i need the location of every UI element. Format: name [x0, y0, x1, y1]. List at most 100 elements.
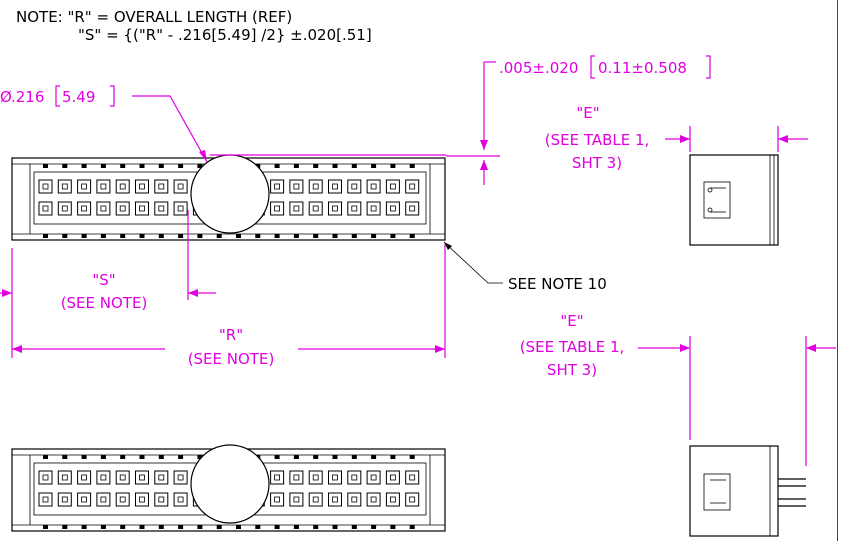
pin-contact	[385, 470, 400, 485]
pin-hole	[100, 474, 107, 481]
pin-hole	[81, 183, 87, 190]
pin-contact	[57, 201, 72, 216]
pin-tick	[371, 234, 377, 238]
s-label-line2: (SEE NOTE)	[61, 294, 148, 312]
pin-hole	[81, 496, 87, 503]
pin-tick	[197, 455, 203, 459]
pin-tick	[43, 234, 48, 238]
pin-contact	[173, 179, 188, 194]
pin-contact	[328, 201, 342, 216]
pin-contact	[173, 201, 188, 216]
pin-tick	[178, 164, 184, 168]
pin-tick	[409, 234, 415, 238]
e-top-line3: SHT 3)	[572, 154, 622, 172]
s-dimension: "S" (SEE NOTE)	[0, 210, 216, 358]
pin-hole	[42, 474, 49, 481]
pin-contact	[289, 470, 304, 485]
e-dimension-mid: "E" (SEE TABLE 1, SHT 3)	[520, 312, 836, 466]
pin-tick	[293, 234, 299, 238]
pin-contact	[135, 201, 149, 216]
pin-contact	[385, 201, 400, 216]
pin-contact	[135, 492, 149, 507]
pin-tick	[178, 525, 184, 529]
pin-contact	[308, 470, 323, 485]
pin-contact	[328, 179, 342, 194]
pin-hole	[274, 496, 281, 503]
connector-bottom-view	[11, 444, 446, 532]
pin-contact	[385, 492, 400, 507]
pin-hole	[119, 183, 126, 190]
pin-tick	[139, 234, 145, 238]
pin-hole	[139, 183, 145, 190]
pin-tick	[313, 164, 319, 168]
pin-tick	[313, 455, 319, 459]
pin-tick	[351, 525, 357, 529]
pin-hole	[42, 183, 49, 190]
pin-tick	[100, 525, 106, 529]
pin-contact	[77, 179, 92, 194]
r-label-line1: "R"	[219, 326, 243, 344]
pin-hole	[293, 496, 300, 503]
pin-tick	[81, 455, 87, 459]
pin-tick	[81, 164, 87, 168]
pin-contact	[289, 492, 304, 507]
e-mid-line2: (SEE TABLE 1,	[520, 338, 625, 356]
pin-hole	[139, 474, 145, 481]
pin-contact	[115, 492, 130, 507]
pin-contact	[38, 492, 53, 507]
pin-hole	[370, 183, 377, 190]
pin-contact	[77, 201, 92, 216]
pin-tick	[62, 234, 68, 238]
pin-tick	[293, 164, 299, 168]
pin-contact	[96, 470, 111, 485]
pin-contact	[289, 179, 304, 194]
pin-tick	[293, 455, 299, 459]
pin-tick	[100, 234, 106, 238]
pin-tick	[255, 525, 261, 529]
pin-tick	[62, 164, 68, 168]
pin-contact	[135, 179, 149, 194]
pin-tick	[255, 234, 261, 238]
offset-dimension: .005±.020 0.11±0.508	[210, 55, 711, 185]
pin-hole	[139, 205, 145, 212]
pin-hole	[332, 183, 338, 190]
pin-contact	[154, 470, 169, 485]
pin-contact	[308, 179, 323, 194]
callout-text: SEE NOTE 10	[508, 275, 607, 293]
pin-hole	[61, 474, 68, 481]
pin-tick	[351, 164, 357, 168]
pin-tick	[178, 234, 184, 238]
pin-contact	[57, 470, 72, 485]
pin-tick	[158, 164, 164, 168]
pin-tick	[139, 164, 145, 168]
pin-hole	[312, 183, 319, 190]
connector-top-view	[11, 154, 446, 241]
pin-hole	[351, 205, 358, 212]
pin-tick	[409, 455, 415, 459]
pin-tick	[81, 234, 87, 238]
pin-tick	[274, 234, 280, 238]
pin-contact	[405, 492, 420, 507]
pin-tick	[62, 455, 68, 459]
pin-hole	[61, 183, 68, 190]
pin-hole	[312, 205, 319, 212]
pin-contact	[115, 470, 130, 485]
pin-tick	[197, 164, 203, 168]
pin-contact	[154, 492, 169, 507]
pin-tick	[351, 455, 357, 459]
pin-contact	[77, 492, 92, 507]
pin-contact	[385, 179, 400, 194]
pin-contact	[308, 201, 323, 216]
pin-tick	[216, 234, 222, 238]
pin-hole	[274, 474, 281, 481]
pin-hole	[409, 474, 416, 481]
pin-tick	[371, 164, 377, 168]
offset-metric: 0.11±0.508	[598, 59, 687, 77]
pin-contact	[154, 179, 169, 194]
pin-contact	[289, 201, 304, 216]
pin-hole	[119, 205, 126, 212]
pin-hole	[119, 496, 126, 503]
pin-hole	[389, 183, 396, 190]
pin-tick	[274, 455, 280, 459]
pin-contact	[328, 470, 342, 485]
